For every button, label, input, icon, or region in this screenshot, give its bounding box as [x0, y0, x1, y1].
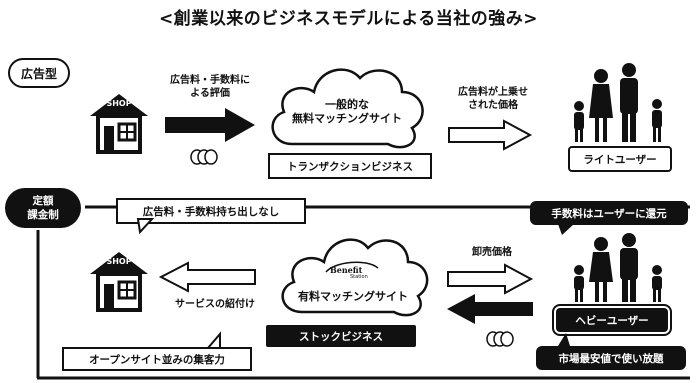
cloud-icon [271, 68, 424, 149]
benefit-station-logo: Benefit Station [322, 260, 382, 284]
page-title: <創業以来のビジネスモデルによる当社の強み> [159, 9, 538, 29]
subscription-line2: 課金制 [27, 209, 59, 221]
transaction-business-label: トランザクションビジネス [268, 153, 432, 179]
logo-text-benefit: Benefit [330, 265, 363, 275]
free-matching-line1: 一般的な [325, 98, 369, 111]
ad-model-label: 広告型 [8, 58, 70, 88]
callout-tail-icon [136, 218, 155, 235]
black-arrow-left-icon [447, 294, 533, 324]
service-label: サービスの紹付け [175, 299, 255, 310]
shop-sign: SHOP [106, 257, 132, 266]
stock-business-text: ストックビジネス [299, 330, 383, 343]
outline-arrow-left-icon [158, 261, 256, 293]
shop-icon [90, 94, 148, 154]
lowest-price-callout: 市場最安値で使い放題 [536, 346, 686, 370]
cloud-icon [281, 238, 429, 317]
coins-icon [486, 331, 514, 347]
coins-icon [190, 149, 218, 165]
lowest-price-callout-text: 市場最安値で使い放題 [558, 352, 664, 365]
outline-arrow-right-icon [448, 119, 533, 151]
fee-returned-callout: 手数料はユーザーに還元 [530, 201, 688, 225]
marked-up-price-label: 広告料が上乗せ された価格 [448, 86, 538, 112]
shop-icon [90, 252, 148, 312]
logo-text-station: Station [350, 274, 368, 280]
callout-tail-icon [205, 331, 221, 349]
heavy-user-label: ヘビーユーザー [552, 304, 672, 336]
paid-matching-site-label: 有料マッチングサイト [298, 290, 408, 303]
ad-model-label-text: 広告型 [20, 66, 57, 81]
stock-business-label: ストックビジネス [266, 325, 416, 347]
family-icon [574, 63, 662, 142]
subscription-model-label: 定額 課金制 [5, 188, 81, 228]
logo-swoosh-icon [325, 261, 379, 273]
subscription-line1: 定額 [32, 195, 54, 207]
fee-evaluation-line1: 広告料・手数料に [170, 75, 250, 86]
marked-up-price-line2: された価格 [468, 100, 518, 111]
light-user-label: ライトユーザー [568, 146, 672, 172]
fee-returned-callout-text: 手数料はユーザーに還元 [551, 207, 667, 220]
no-fee-callout-text: 広告料・手数料持ち出しなし [142, 205, 280, 218]
callout-tail-dark-icon [558, 224, 574, 235]
marked-up-price-line1: 広告料が上乗せ [458, 87, 528, 98]
light-user-text: ライトユーザー [583, 153, 657, 166]
open-site-callout-text: オープンサイト並みの集客力 [89, 353, 225, 366]
fee-evaluation-line2: よる評価 [190, 88, 230, 99]
transaction-business-text: トランザクションビジネス [287, 160, 413, 173]
fee-evaluation-label: 広告料・手数料に よる評価 [160, 74, 260, 100]
free-matching-line2: 無料マッチングサイト [292, 112, 402, 125]
open-site-callout: オープンサイト並みの集客力 [62, 347, 252, 371]
free-matching-site-label: 一般的な 無料マッチングサイト [282, 98, 412, 126]
wholesale-price-label: 卸売価格 [472, 247, 512, 258]
family-icon [574, 233, 662, 302]
black-arrow-right-icon [165, 108, 255, 142]
callout-tail-dark-icon [558, 333, 570, 346]
shop-sign: SHOP [106, 99, 132, 108]
heavy-user-text: ヘビーユーザー [575, 314, 649, 327]
outline-arrow-right-icon [447, 263, 534, 295]
